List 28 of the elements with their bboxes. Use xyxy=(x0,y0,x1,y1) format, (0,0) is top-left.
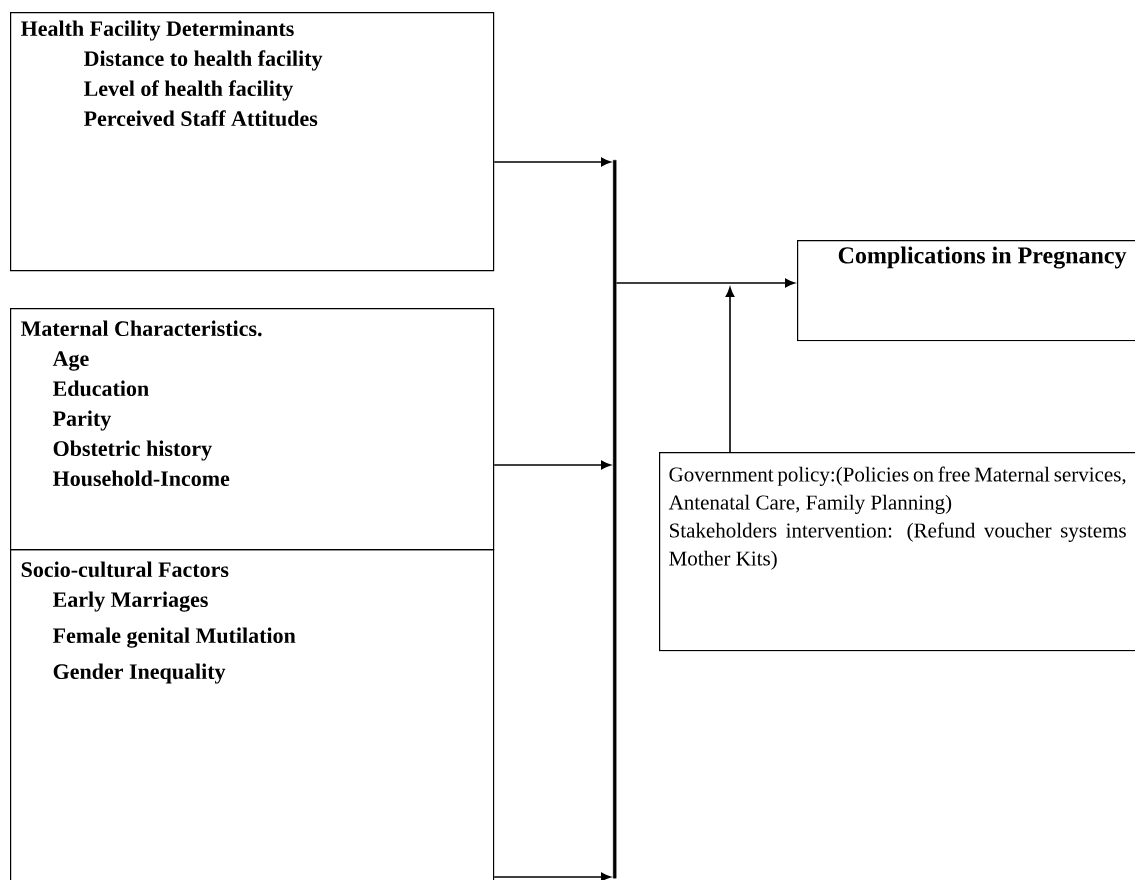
arrow xyxy=(615,278,795,288)
paragraph: Government policy:(Policies on free Maternal services, Antenatal Care, Family Planning) xyxy=(668,466,1126,514)
factor-box xyxy=(10,12,495,272)
list-item: Gender Inequality xyxy=(53,663,226,684)
outcome-box xyxy=(797,240,1135,342)
heading: Maternal Characteristics. xyxy=(21,320,262,337)
list-item: Education xyxy=(53,380,149,397)
arrow xyxy=(725,287,735,453)
arrow xyxy=(493,460,611,470)
list-item: Early Marriages xyxy=(53,591,208,612)
list-item: Age xyxy=(52,351,89,371)
intervention-box xyxy=(659,452,1135,652)
list-item: Obstetric history xyxy=(53,440,212,461)
list-item: Household-Income xyxy=(53,470,230,487)
collector-bar xyxy=(613,160,617,879)
outcome-title: Complications in Pregnancy xyxy=(838,246,1127,269)
list-item: Female genital Mutilation xyxy=(53,627,296,648)
factor-box xyxy=(10,308,495,551)
heading: Health Facility Determinants xyxy=(21,20,294,41)
list-item: Distance to health facility xyxy=(84,50,323,71)
heading: Socio-cultural Factors xyxy=(21,561,229,578)
factor-box xyxy=(10,549,495,880)
arrow xyxy=(493,872,611,880)
list-item: Parity xyxy=(53,410,112,431)
paragraph: Stakeholders intervention: (Refund voucher systems Mother Kits) xyxy=(669,522,1126,570)
list-item: Level of health facility xyxy=(84,80,293,101)
arrow xyxy=(493,157,611,167)
list-item: Perceived Staff Attitudes xyxy=(84,110,318,127)
